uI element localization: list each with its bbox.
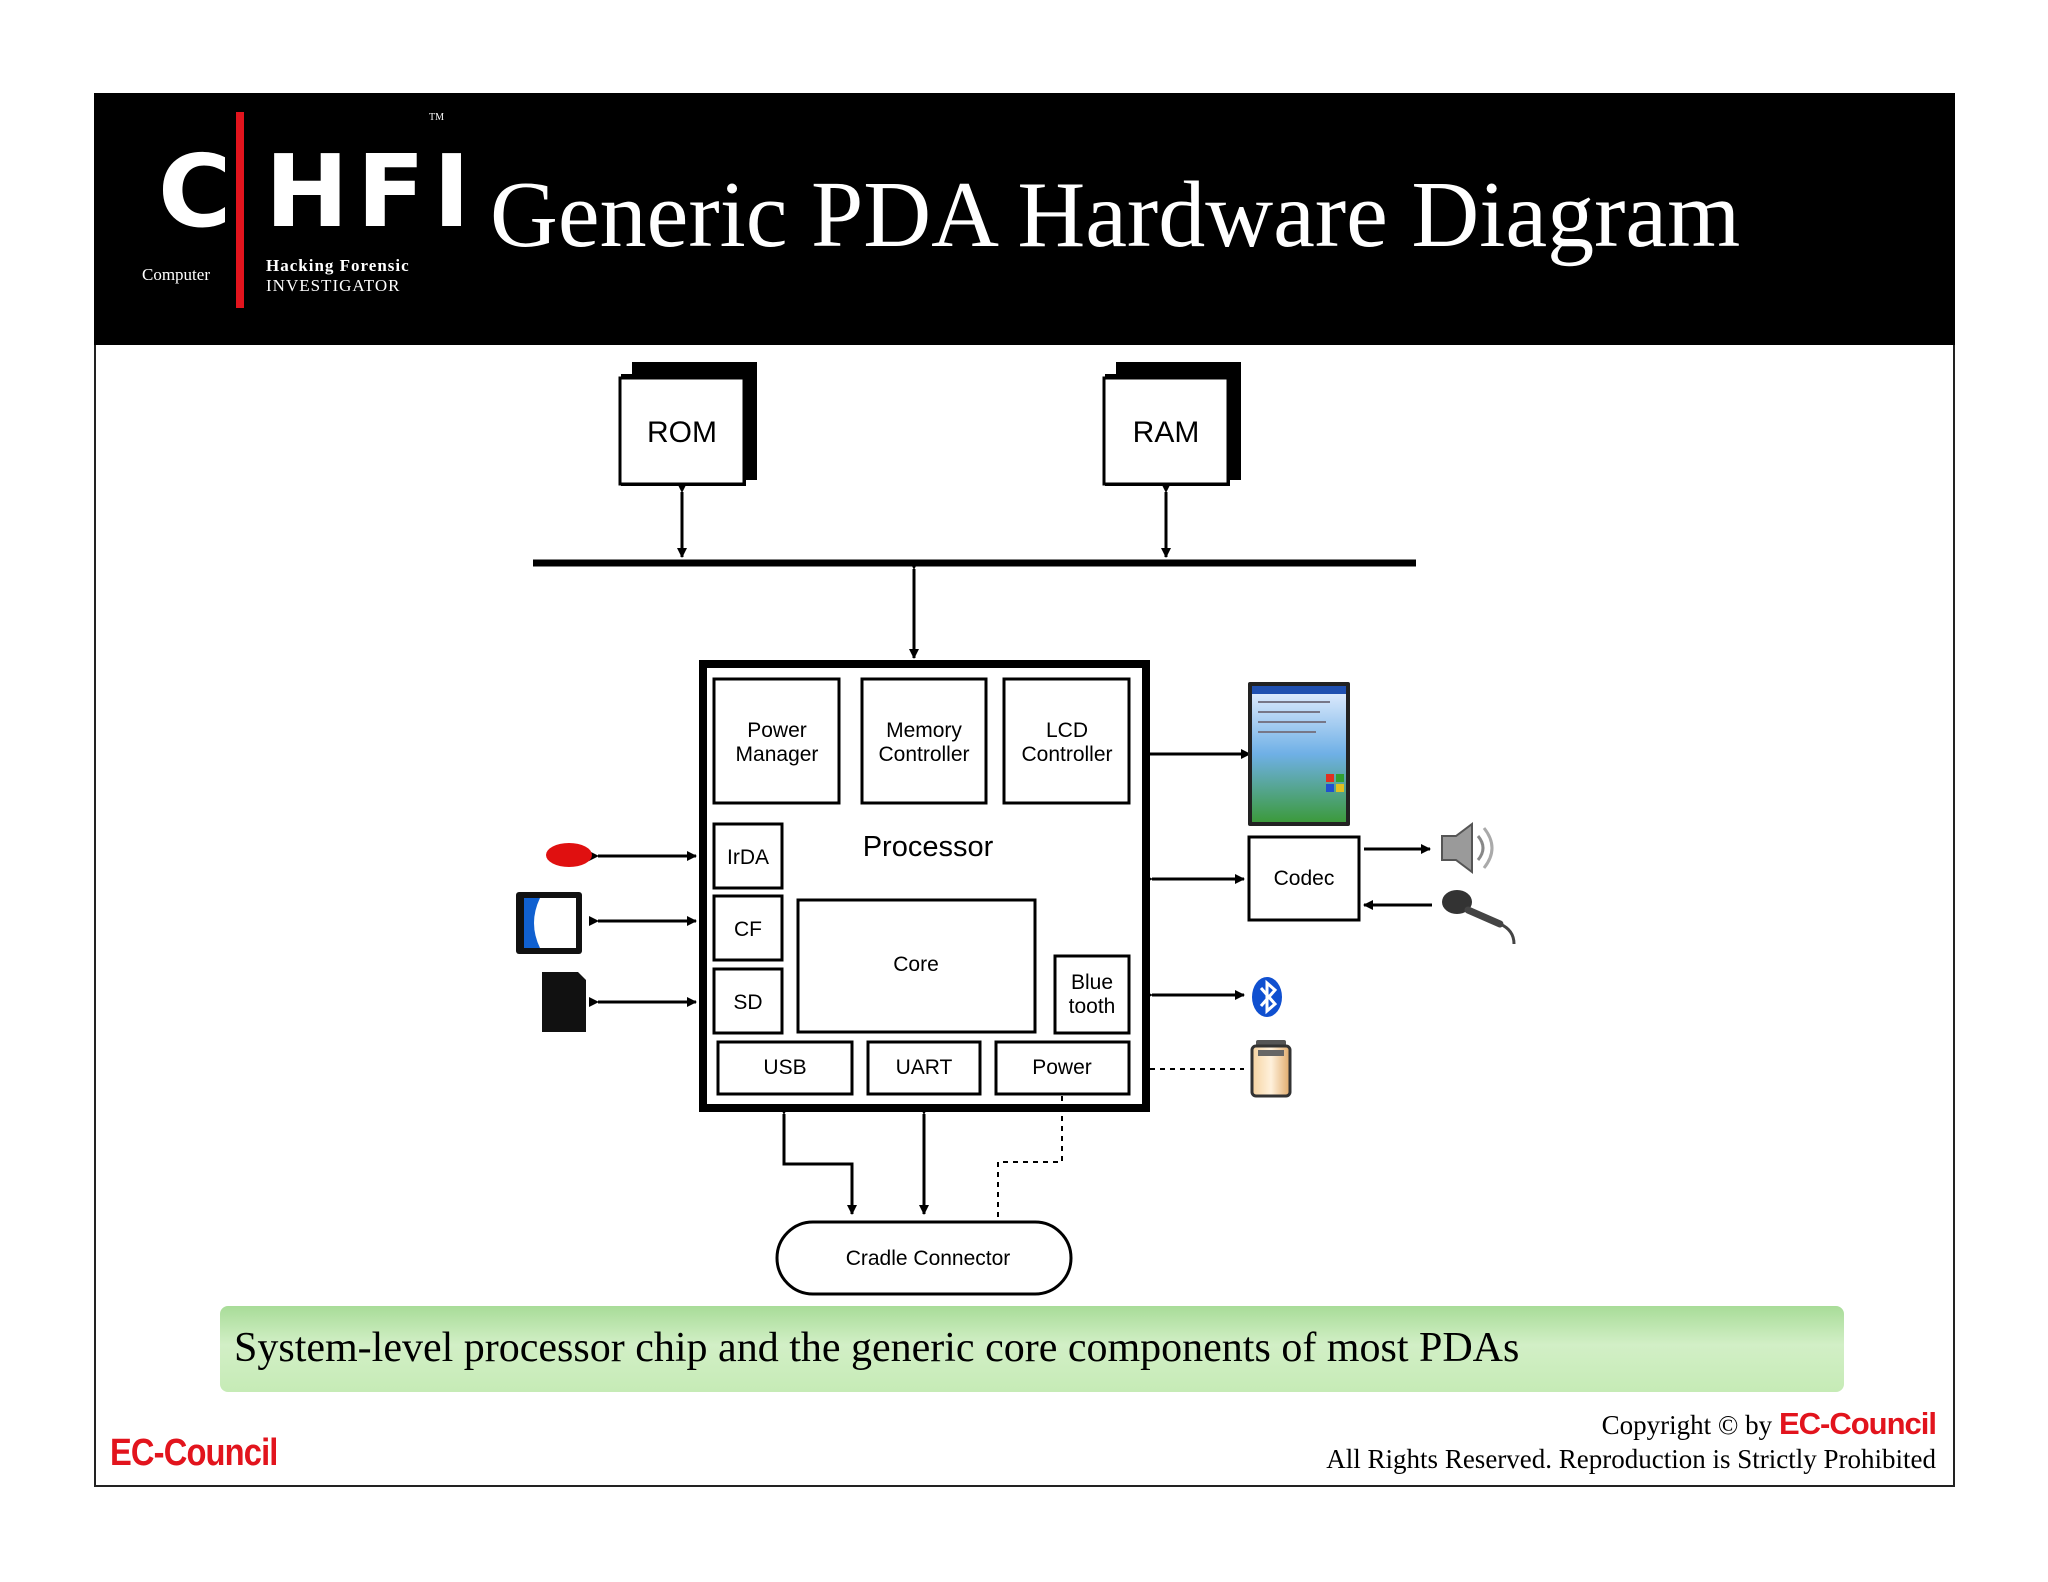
logo-trademark: TM	[429, 112, 444, 123]
memory-controller-label-1: Memory	[886, 719, 962, 742]
logo-investigator: INVESTIGATOR	[266, 276, 401, 295]
speaker-icon	[1441, 822, 1494, 874]
pda-screen-icon	[1248, 682, 1350, 826]
power-label: Power	[1032, 1056, 1092, 1079]
power-manager-label-2: Manager	[736, 743, 819, 766]
sd-card-icon	[542, 972, 586, 1032]
cradle-connector: Cradle Connector	[775, 1220, 1073, 1296]
ram-block: RAM	[1102, 362, 1241, 486]
usb-block: USB	[716, 1040, 854, 1096]
compactflash-card-icon	[516, 892, 582, 954]
lcd-controller-label-1: LCD	[1046, 719, 1088, 742]
cf-block: CF	[712, 894, 784, 962]
irda-label: IrDA	[727, 846, 769, 869]
processor-label: Processor	[863, 831, 994, 863]
caption-text: System-level processor chip and the gene…	[234, 1325, 1520, 1371]
memory-controller-label-2: Controller	[878, 743, 969, 766]
ec-council-brand: EC-Council	[110, 1432, 278, 1474]
lcd-controller-label-2: Controller	[1021, 743, 1112, 766]
sd-block: SD	[712, 967, 784, 1035]
uart-label: UART	[896, 1056, 953, 1079]
uart-block: UART	[866, 1040, 982, 1096]
sd-label: SD	[733, 991, 762, 1014]
cf-label: CF	[734, 918, 762, 941]
rights-line: All Rights Reserved. Reproduction is Str…	[1326, 1444, 1936, 1474]
page-title: Generic PDA Hardware Diagram	[490, 163, 1741, 267]
memory-controller-block: Memory Controller	[860, 677, 988, 805]
chfi-logo: C HFI Computer Hacking Forensic INVESTIG…	[140, 110, 470, 310]
bluetooth-block: Blue tooth	[1053, 954, 1131, 1035]
logo-hfi: HFI	[265, 133, 479, 250]
microphone-icon	[1442, 890, 1516, 945]
codec-label: Codec	[1274, 867, 1335, 890]
lcd-controller-block: LCD Controller	[1002, 677, 1131, 805]
caption-banner: System-level processor chip and the gene…	[220, 1306, 1844, 1392]
cradle-connector-label: Cradle Connector	[846, 1247, 1011, 1270]
bluetooth-icon	[1252, 977, 1282, 1017]
copyright-prefix: Copyright © by	[1601, 1410, 1773, 1440]
ram-label: RAM	[1133, 416, 1200, 449]
rom-block: ROM	[618, 362, 757, 486]
bluetooth-label-2: tooth	[1069, 995, 1116, 1018]
copyright-brand: EC-Council	[1778, 1406, 1937, 1441]
battery-icon	[1250, 1040, 1292, 1098]
codec-block: Codec	[1247, 835, 1361, 922]
logo-c: C	[158, 133, 240, 250]
power-manager-block: Power Manager	[712, 677, 841, 805]
rom-label: ROM	[647, 416, 717, 449]
ir-port-icon	[546, 843, 592, 867]
usb-cradle-arrow	[779, 1105, 857, 1215]
logo-computer: Computer	[142, 265, 210, 284]
power-block: Power	[994, 1040, 1131, 1096]
logo-red-bar	[236, 112, 244, 308]
core-block: Core	[796, 898, 1037, 1034]
power-cradle-dotted-line	[997, 1096, 1063, 1222]
logo-hacking-forensic: Hacking Forensic	[266, 256, 410, 275]
core-label: Core	[893, 953, 939, 976]
irda-block: IrDA	[712, 822, 784, 890]
usb-label: USB	[763, 1056, 806, 1079]
copyright-line: Copyright © by EC-Council	[1601, 1406, 1937, 1442]
slide-header	[94, 93, 1955, 345]
bluetooth-label-1: Blue	[1071, 971, 1113, 994]
power-manager-label-1: Power	[747, 719, 807, 742]
